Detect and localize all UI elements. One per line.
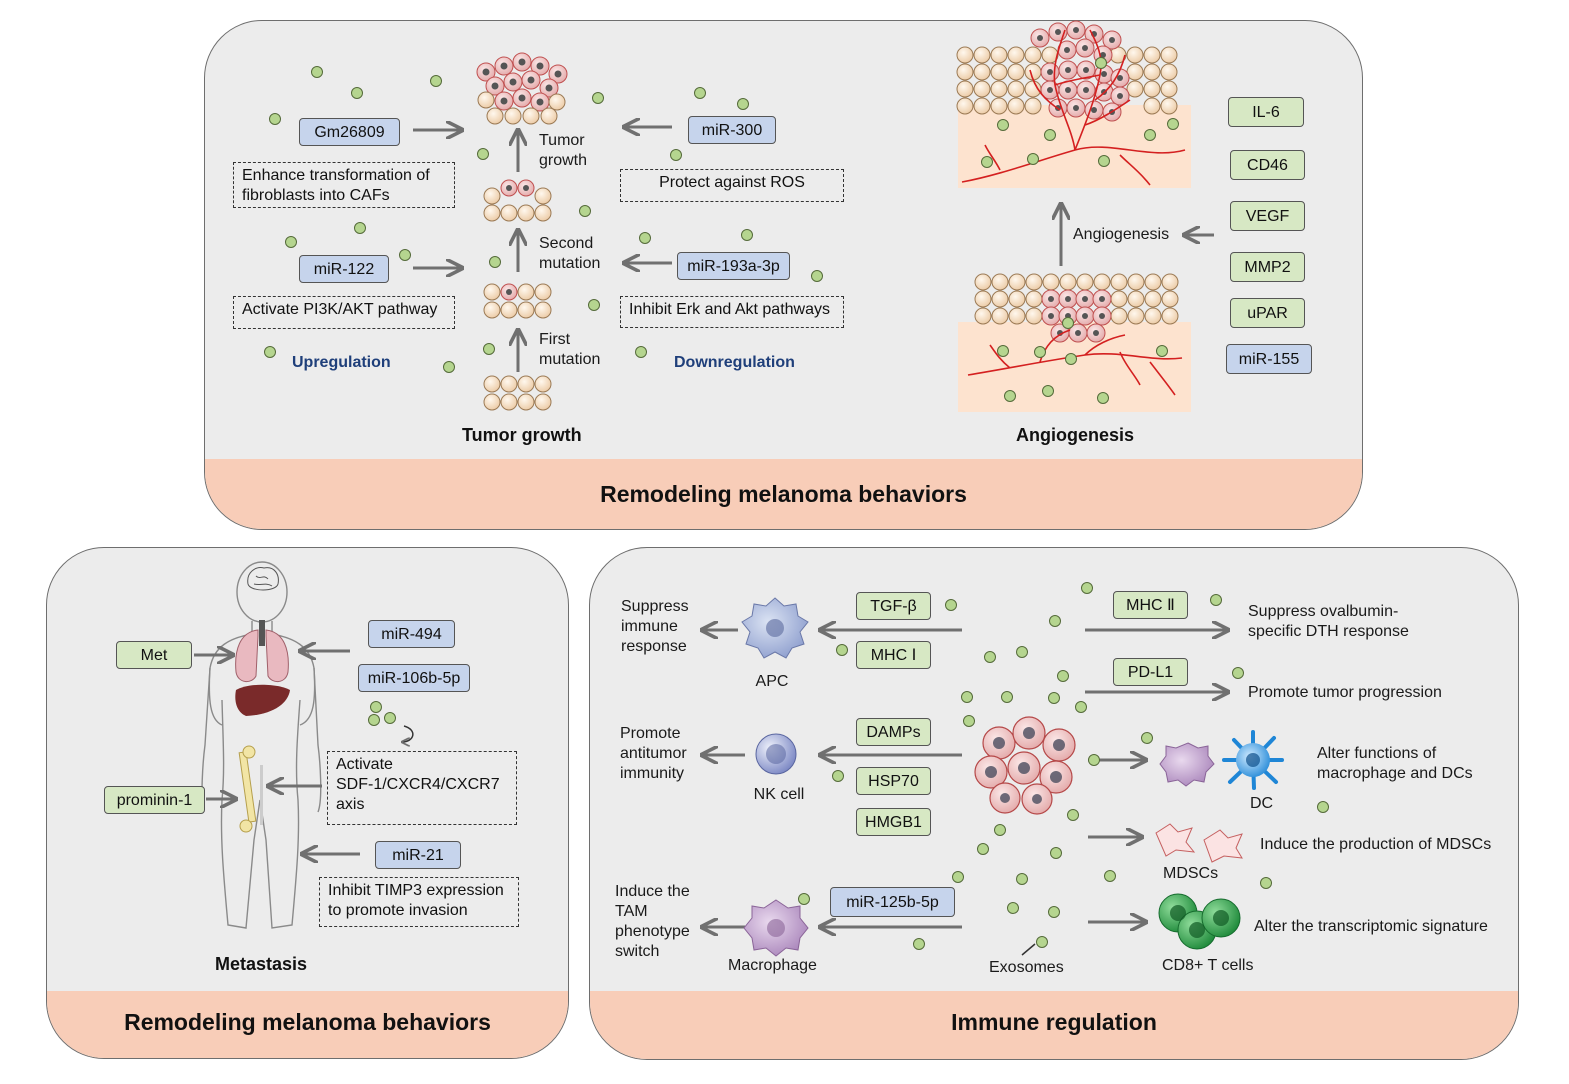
liver-icon [235,684,290,716]
brain-icon [247,567,279,591]
exosome-dots [264,57,1329,950]
mdsc-icon [1155,823,1243,863]
macrophage-icon [743,899,809,957]
apc-effect-text: Suppress immune response [621,598,689,655]
dc-label: DC [1250,795,1274,812]
nk-cell-icon [755,733,797,775]
factor-il6: IL-6 [1228,97,1304,127]
apc-icon [741,597,809,659]
metastasis-panel-footer: Remodeling melanoma behaviors [47,991,568,1058]
cell-cluster-first-mutation [483,283,552,319]
pdl1-box: PD-L1 [1113,658,1188,686]
gm26809-box: Gm26809 [299,118,400,146]
cell-cluster-normal [483,375,552,411]
macrophage-label: Macrophage [728,957,817,974]
metastasis-panel-title: Remodeling melanoma behaviors [124,1009,491,1035]
mir106b-box: miR-106b-5p [358,664,470,692]
factor-mmp2: MMP2 [1230,252,1305,282]
mir122-box: miR-122 [299,255,389,283]
exosome-pointer [1021,943,1036,956]
mir193-effect-text: Inhibit Erk and Akt pathways [629,301,830,318]
mir122-effect: Activate PI3K/AKT pathway [233,296,455,329]
upregulation-label: Upregulation [292,354,391,371]
gm26809-effect-text: Enhance transformation of fibroblasts in… [242,167,430,204]
lungs-icon [235,620,289,682]
nk-label: NK cell [753,786,805,803]
mhc1-box: MHC Ⅰ [856,641,931,669]
immune-panel-title: Immune regulation [951,1009,1157,1035]
mir21-box: miR-21 [375,841,461,869]
metastasis-title: Metastasis [215,954,308,974]
nk-effect-text: Promote antitumor immunity [620,725,687,782]
mdsc-label: MDSCs [1163,865,1219,882]
mir122-effect-text: Activate PI3K/AKT pathway [242,301,438,318]
dc-effect-text: Alter functions of macrophage and DCs [1317,745,1473,782]
apc-label: APC [755,673,789,690]
mir125b-box: miR-125b-5p [830,887,955,917]
cd8-label: CD8+ T cells [1162,957,1254,974]
mdsc-effect-text: Induce the production of MDSCs [1260,836,1492,853]
macrophage-effect-text: Induce the TAM phenotype switch [615,883,690,960]
tumor-cluster-icon [974,716,1076,815]
factor-vegf: VEGF [1230,201,1305,231]
dendritic-cell-icon [1222,730,1284,790]
top-panel-title: Remodeling melanoma behaviors [600,481,967,507]
activate-axis-text: Activate SDF-1/CXCR4/CXCR7 axis [327,751,517,825]
inhibit-timp3-label: Inhibit TIMP3 expression to promote inva… [328,882,504,919]
factor-upar: uPAR [1230,298,1305,328]
macrophage-small-icon [1159,742,1215,787]
angiogenesis-tissue-bottom [958,273,1191,412]
immune-panel-footer: Immune regulation [590,991,1518,1059]
pdl1-effect-text: Promote tumor progression [1248,684,1442,701]
angiogenesis-title: Angiogenesis [1016,425,1135,445]
human-body-outline [201,561,322,929]
inhibit-timp3-text: Inhibit TIMP3 expression to promote inva… [319,877,519,927]
mir494-box: miR-494 [368,620,455,648]
curved-arrow-exosome [402,725,414,742]
femur-icon [238,745,263,833]
prominin-box: prominin-1 [104,786,205,814]
tumor-growth-title: Tumor growth [462,425,582,445]
cd8-effect-text: Alter the transcriptomic signature [1254,918,1488,935]
damps-box: DAMPs [856,718,931,746]
mhc2-box: MHC Ⅱ [1113,591,1188,619]
stage-second-mutation: Second mutation [539,235,601,272]
hsp70-box: HSP70 [856,767,931,795]
factor-cd46: CD46 [1230,150,1305,180]
mir193-box: miR-193a-3p [677,252,790,280]
mir300-box: miR-300 [688,116,776,144]
cd8-t-cell-icon [1158,893,1241,950]
angiogenesis-tissue-top [956,20,1191,188]
mir300-effect-text: Protect against ROS [659,174,805,191]
factor-mir155: miR-155 [1226,344,1312,374]
top-panel-footer: Remodeling melanoma behaviors [205,459,1362,529]
metastasis-panel: Remodeling melanoma behaviors [46,547,569,1059]
hmgb1-box: HMGB1 [856,808,931,836]
angiogenesis-arrow-label: Angiogenesis [1073,226,1170,243]
mir300-effect: Protect against ROS [620,169,844,202]
gm26809-effect: Enhance transformation of fibroblasts in… [233,162,455,208]
exosomes-label: Exosomes [989,959,1064,976]
mhc2-effect-text: Suppress ovalbumin- specific DTH respons… [1248,603,1409,640]
tgf-beta-box: TGF-β [856,592,931,620]
immune-panel: Immune regulation [589,547,1519,1060]
activate-axis-label: Activate SDF-1/CXCR4/CXCR7 axis [336,756,500,813]
stage-tumor-growth: Tumor growth [539,132,588,169]
mir193-effect: Inhibit Erk and Akt pathways [620,296,844,328]
stage-first-mutation: First mutation [539,331,601,368]
downregulation-label: Downregulation [674,354,795,371]
cell-cluster-tumor [476,52,568,125]
cell-cluster-second-mutation [483,179,552,222]
met-box: Met [116,641,192,669]
